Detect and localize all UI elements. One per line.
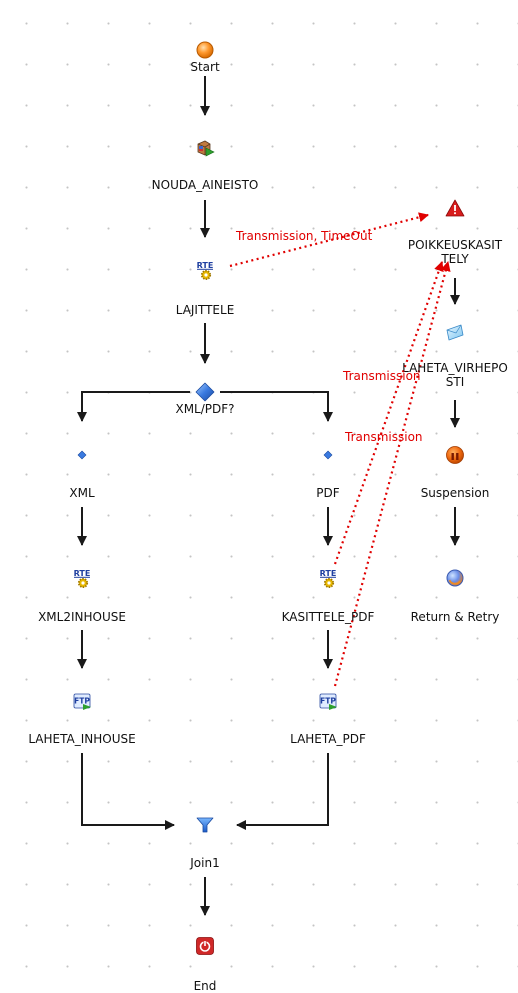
small-diamond-icon (72, 445, 92, 465)
exception-edge-timeout[interactable] (229, 212, 429, 268)
small-diamond-icon (318, 445, 338, 465)
node-label: Suspension (420, 486, 490, 500)
svg-text:RTE: RTE (320, 569, 337, 578)
node-label: End (193, 979, 217, 993)
node-label: XML (69, 486, 95, 500)
exception-edge-laheta-pdf[interactable] (333, 261, 451, 687)
node-label: LAJITTELE (175, 303, 235, 317)
svg-text:RTE: RTE (74, 569, 91, 578)
funnel-join-icon (195, 815, 215, 835)
decision-diamond-icon (195, 382, 215, 402)
edge-label-timeout: Transmission, TimeOut (236, 229, 373, 243)
node-label: NOUDA_AINEISTO (151, 178, 259, 192)
node-label: LAHETA_PDF (290, 732, 366, 746)
rte-gear-icon: RTE (72, 568, 92, 588)
process-cube-icon (195, 138, 215, 158)
return-retry-icon (445, 568, 465, 588)
node-label: XML/PDF? (175, 402, 235, 416)
edge-laheta-pdf-join[interactable] (236, 753, 329, 830)
edge-label-transmission: Transmission (343, 369, 421, 383)
ftp-icon: FTP (72, 691, 92, 711)
suspension-icon (445, 445, 465, 465)
email-envelope-icon (445, 322, 465, 342)
node-label: PDF (316, 486, 340, 500)
svg-text:RTE: RTE (197, 261, 214, 270)
node-label: LAHETA_INHOUSE (28, 732, 136, 746)
node-label: Join1 (190, 856, 220, 870)
warning-triangle-icon (445, 198, 465, 218)
node-label: Start (190, 60, 220, 74)
ftp-icon: FTP (318, 691, 338, 711)
node-label: POIKKEUSKASITTELY (407, 238, 503, 266)
edge-xmlpdf-pdf[interactable] (220, 391, 333, 422)
end-power-icon (195, 936, 215, 956)
edge-xmlpdf-xml[interactable] (77, 391, 190, 422)
svg-text:FTP: FTP (320, 697, 336, 706)
rte-gear-icon: RTE (318, 568, 338, 588)
edge-label-transmission: Transmission (345, 430, 423, 444)
node-label: Return & Retry (410, 610, 500, 624)
node-label: LAHETA_VIRHEPOSTI (402, 361, 508, 389)
edge-laheta-inhouse-join[interactable] (81, 753, 175, 830)
node-label: XML2INHOUSE (38, 610, 126, 624)
node-label: KASITTELE_PDF (281, 610, 375, 624)
svg-text:FTP: FTP (74, 697, 90, 706)
rte-gear-icon: RTE (195, 260, 215, 280)
exception-edge-kasittele[interactable] (333, 261, 444, 565)
start-event-icon (195, 40, 215, 60)
